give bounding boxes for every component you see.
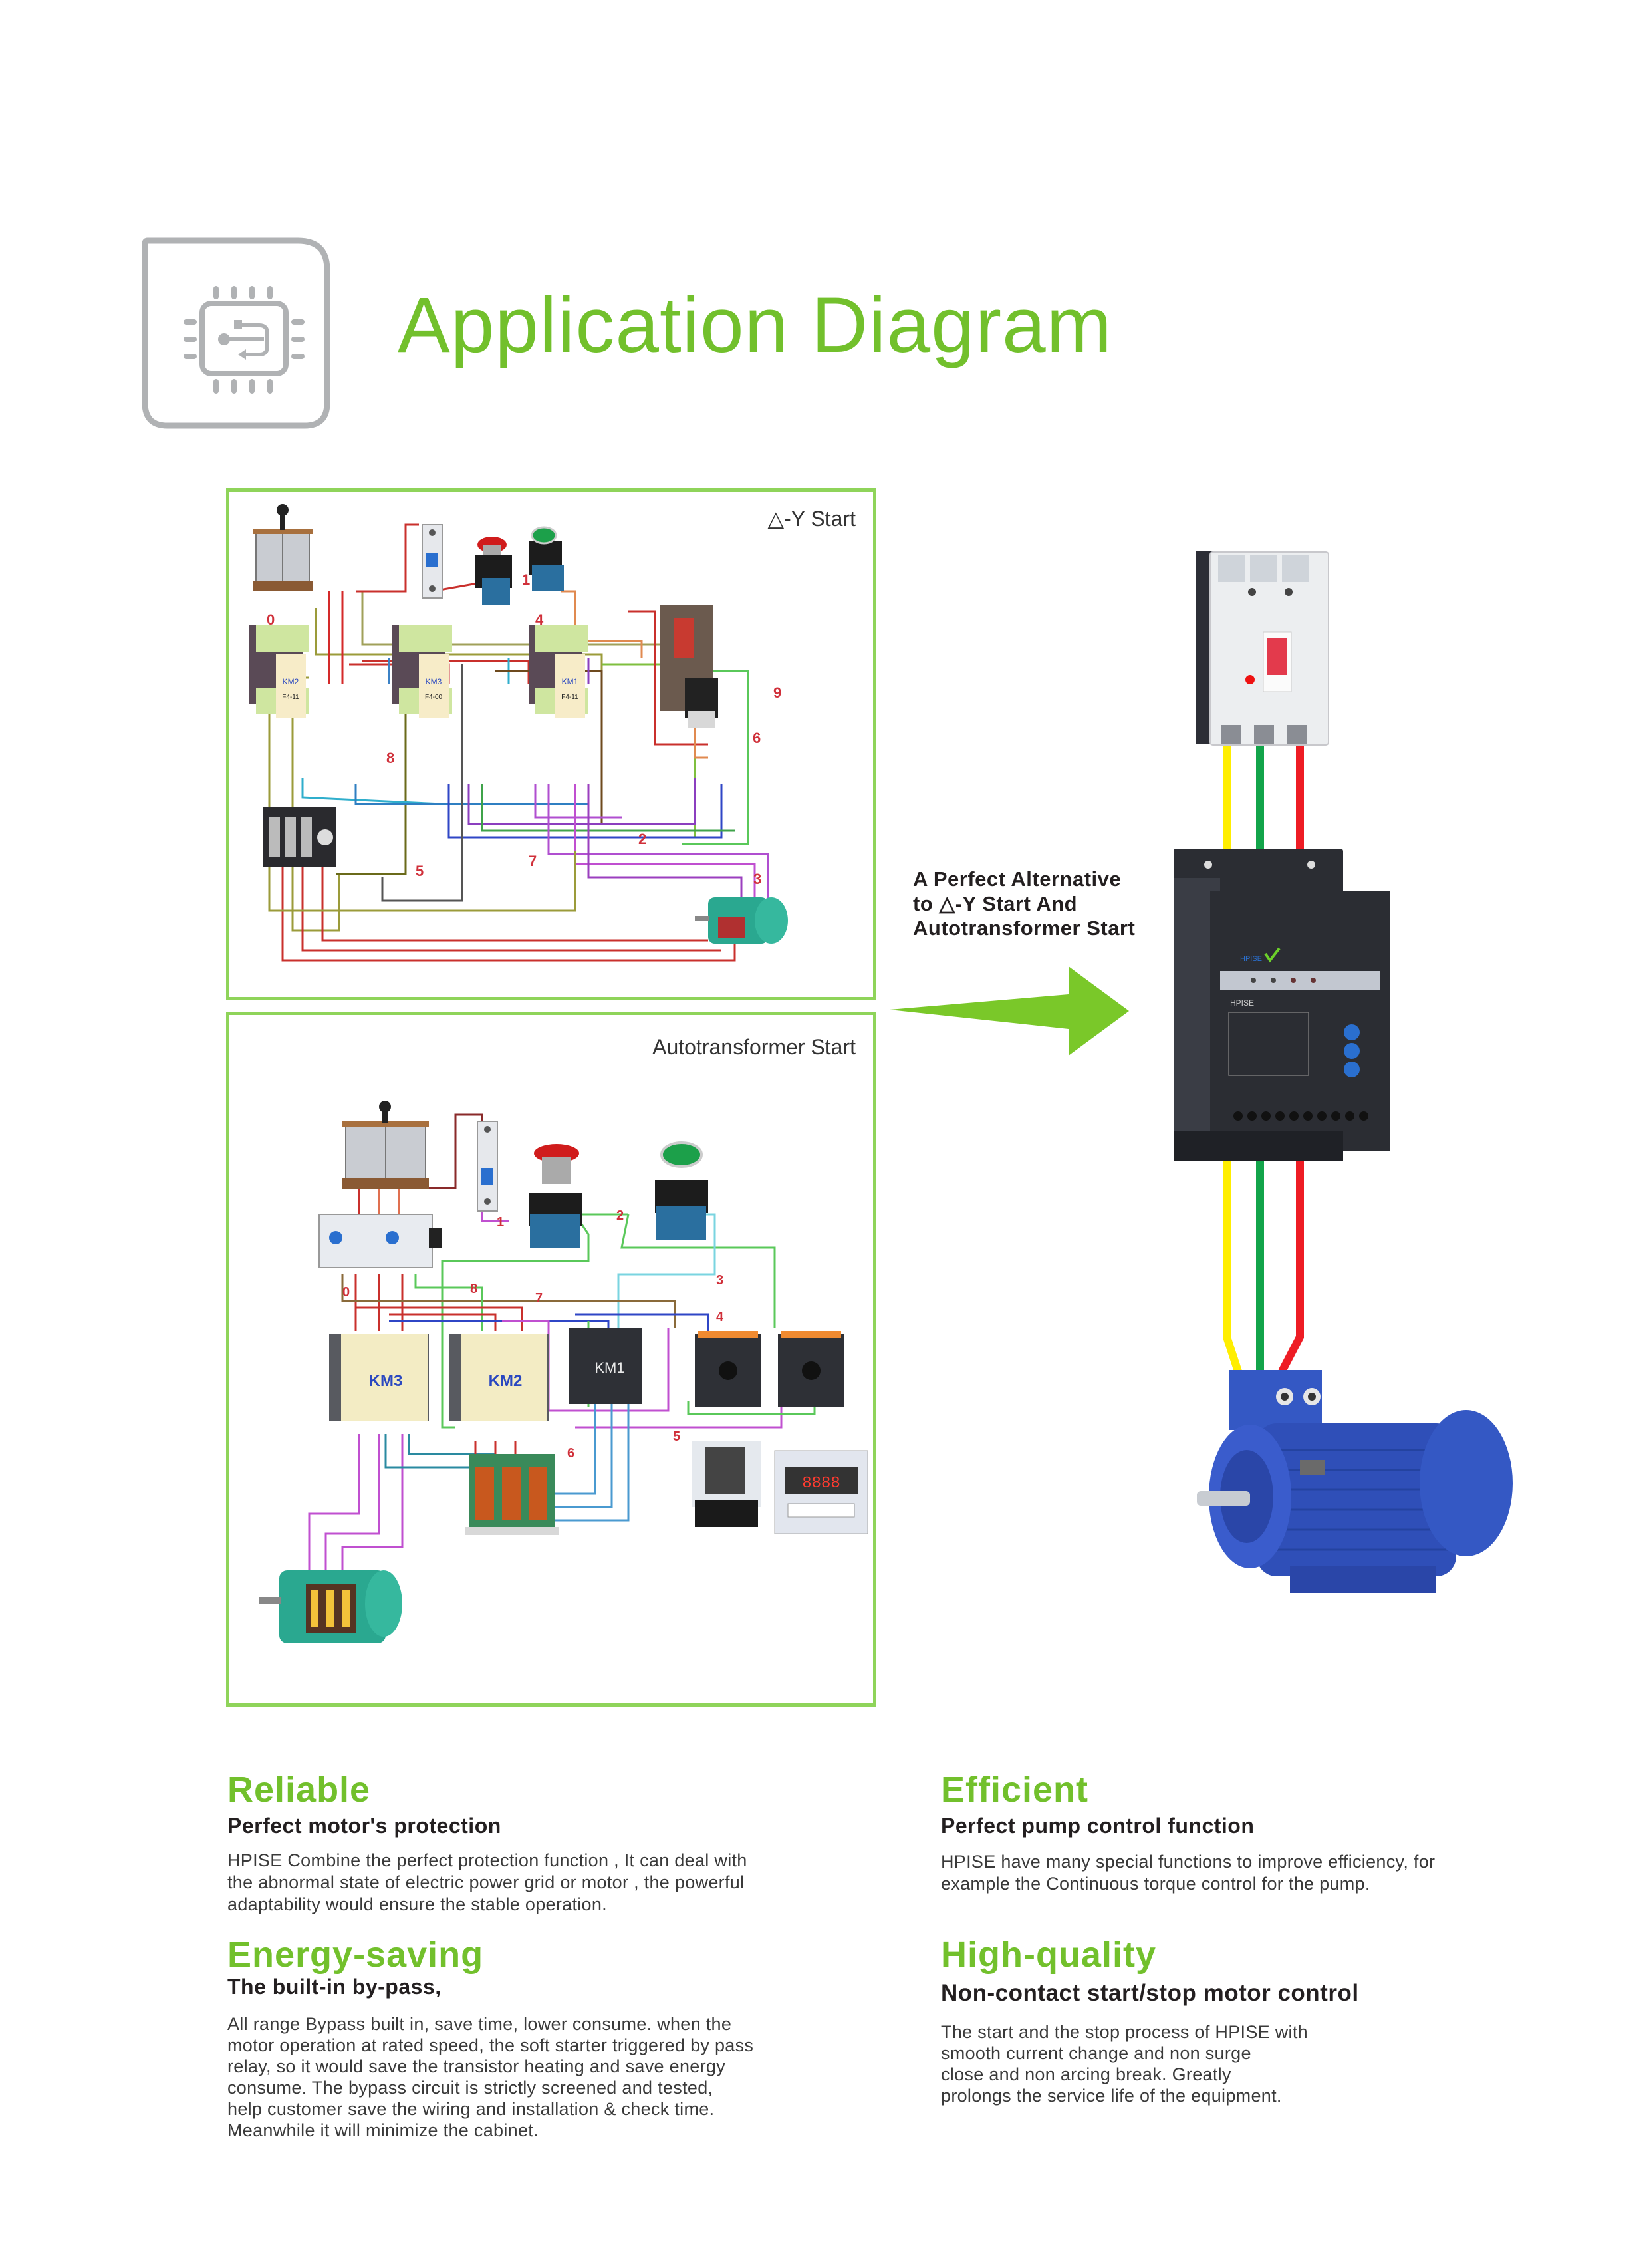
svg-text:5: 5 bbox=[416, 863, 424, 879]
feature-reliable: Reliable Perfect motor's protection HPIS… bbox=[227, 1772, 859, 1915]
svg-text:0: 0 bbox=[342, 1285, 350, 1300]
contactor-km2-icon: KM2 F4-11 bbox=[249, 625, 309, 718]
contactor-label: KM3 bbox=[369, 1372, 403, 1390]
svg-text:6: 6 bbox=[753, 730, 761, 746]
start-button-icon bbox=[655, 1141, 708, 1240]
contactor-label: KM2 bbox=[283, 677, 299, 686]
svg-text:4: 4 bbox=[716, 1310, 724, 1324]
feature-body: HPISE Combine the perfect protection fun… bbox=[227, 1850, 747, 1915]
contactor-km3-icon: KM3 F4-00 bbox=[392, 625, 452, 718]
svg-text:1: 1 bbox=[497, 1215, 504, 1230]
chip-icon bbox=[141, 237, 331, 430]
soft-starter-wiring: HPISE HPISE bbox=[1174, 551, 1513, 1593]
stop-button-icon bbox=[475, 537, 512, 605]
contactor-km2-icon: KM2 bbox=[449, 1334, 549, 1421]
svg-text:6: 6 bbox=[567, 1446, 574, 1461]
autotransformer-start-panel: Autotransformer Start bbox=[226, 1012, 876, 1707]
feature-body: The start and the stop process of HPISE … bbox=[941, 2021, 1308, 2106]
alternative-caption: A Perfect Alternative to △-Y Start And A… bbox=[913, 867, 1136, 940]
contactor-km1-icon: KM1 bbox=[569, 1328, 642, 1404]
arrow-right-icon bbox=[890, 966, 1129, 1056]
intermediate-relay-icon bbox=[692, 1441, 761, 1527]
svg-text:HPISE: HPISE bbox=[1240, 955, 1262, 963]
svg-text:4: 4 bbox=[535, 611, 544, 628]
timer-display: 8888 bbox=[802, 1475, 840, 1492]
feature-subtitle: Perfect pump control function bbox=[941, 1814, 1255, 1838]
contactor-km3-icon: KM3 bbox=[329, 1334, 429, 1421]
feature-high-quality: High-quality Non-contact start/stop moto… bbox=[941, 1937, 1539, 2106]
svg-text:8: 8 bbox=[386, 750, 394, 766]
feature-body: All range Bypass built in, save time, lo… bbox=[227, 2014, 754, 2141]
motor-icon bbox=[259, 1570, 402, 1643]
contactor-label: KM1 bbox=[594, 1359, 624, 1376]
phase-protector-icon bbox=[318, 1214, 442, 1268]
relay-socket-icon bbox=[778, 1331, 844, 1407]
feature-subtitle: Perfect motor's protection bbox=[227, 1814, 501, 1838]
svg-text:3: 3 bbox=[716, 1273, 723, 1288]
fuse-icon bbox=[422, 524, 443, 599]
delta-y-start-label: △-Y Start bbox=[767, 507, 856, 531]
contactor-label: KM2 bbox=[489, 1372, 523, 1390]
knife-switch-icon bbox=[342, 1101, 429, 1189]
autotransformer-icon bbox=[465, 1454, 559, 1535]
stop-button-icon bbox=[529, 1144, 582, 1248]
page-title: Application Diagram bbox=[398, 281, 1112, 369]
contactor-label: KM1 bbox=[562, 677, 578, 686]
svg-text:7: 7 bbox=[535, 1291, 543, 1306]
autotransformer-wiring-diagram: KM3 KM2 KM1 bbox=[259, 1101, 868, 1643]
feature-subtitle: The built-in by-pass, bbox=[227, 1975, 442, 1999]
start-button-icon bbox=[529, 526, 564, 591]
autotransformer-start-label: Autotransformer Start bbox=[652, 1035, 856, 1059]
feature-energy-saving: Energy-saving The built-in by-pass, All … bbox=[227, 1937, 859, 2141]
feature-subtitle: Non-contact start/stop motor control bbox=[941, 1980, 1359, 2006]
feature-title: High-quality bbox=[941, 1935, 1156, 1975]
digital-timer-icon: 8888 bbox=[774, 1450, 868, 1534]
delta-y-start-panel: △-Y Start bbox=[226, 488, 876, 1000]
knife-switch-icon bbox=[253, 504, 313, 591]
thermal-overload-relay-icon bbox=[263, 807, 336, 867]
relay-socket-icon bbox=[695, 1331, 761, 1407]
fuse-icon bbox=[477, 1121, 498, 1212]
delta-y-wiring-diagram: KM2 F4-11 KM3 F4-00 KM1 F4-11 bbox=[249, 504, 788, 962]
feature-efficient: Efficient Perfect pump control function … bbox=[941, 1772, 1539, 1895]
svg-text:5: 5 bbox=[673, 1429, 680, 1444]
starter-brand: HPISE bbox=[1230, 998, 1254, 1008]
svg-text:8: 8 bbox=[470, 1282, 477, 1296]
svg-text:F4-11: F4-11 bbox=[282, 694, 299, 701]
feature-title: Efficient bbox=[941, 1770, 1089, 1810]
contactor-label: KM3 bbox=[426, 677, 442, 686]
time-relay-icon bbox=[660, 605, 718, 728]
contactor-km1-icon: KM1 F4-11 bbox=[529, 625, 588, 718]
feature-body: HPISE have many special functions to imp… bbox=[941, 1852, 1436, 1894]
svg-text:7: 7 bbox=[529, 853, 537, 869]
svg-text:3: 3 bbox=[753, 871, 761, 887]
blue-motor-icon bbox=[1197, 1370, 1513, 1593]
svg-text:F4-00: F4-00 bbox=[425, 694, 443, 701]
svg-text:9: 9 bbox=[773, 684, 781, 701]
feature-title: Energy-saving bbox=[227, 1935, 484, 1975]
svg-text:2: 2 bbox=[616, 1208, 624, 1223]
feature-title: Reliable bbox=[227, 1770, 371, 1810]
motor-icon bbox=[695, 897, 788, 944]
svg-text:2: 2 bbox=[638, 831, 646, 847]
svg-text:F4-11: F4-11 bbox=[561, 694, 578, 701]
soft-starter-icon: HPISE HPISE bbox=[1174, 849, 1390, 1161]
svg-text:1: 1 bbox=[522, 571, 530, 588]
svg-text:0: 0 bbox=[267, 611, 275, 628]
circuit-breaker-icon bbox=[1196, 551, 1329, 746]
